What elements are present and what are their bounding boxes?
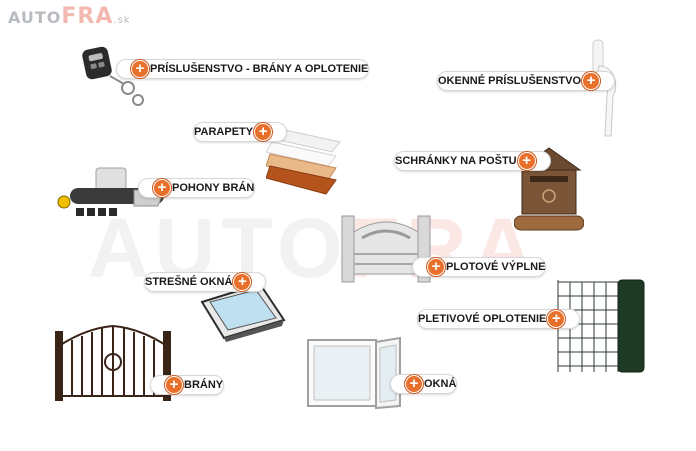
plus-icon: + bbox=[254, 123, 273, 141]
category-plotove-vyplne[interactable]: + PLOTOVÉ VÝPLNE bbox=[412, 257, 547, 277]
category-prislusenstvo-brany[interactable]: + PRÍSLUŠENSTVO - BRÁNY A OPLOTENIE bbox=[116, 59, 370, 79]
plus-icon: + bbox=[405, 375, 423, 393]
logo-domain: .sk bbox=[113, 15, 131, 26]
plus-icon: + bbox=[131, 60, 149, 78]
wire-fence-image[interactable] bbox=[556, 276, 648, 376]
category-label: SCHRÁNKY NA POŠTU bbox=[395, 155, 517, 167]
category-label: OKENNÉ PRÍSLUŠENSTVO bbox=[438, 75, 582, 87]
category-label: PLETIVOVÉ OPLOTENIE bbox=[418, 313, 547, 325]
logo-auto: AUTO bbox=[8, 8, 62, 27]
category-okenne-prislusenstvo[interactable]: + OKENNÉ PRÍSLUŠENSTVO bbox=[437, 71, 616, 91]
plus-icon: + bbox=[517, 152, 536, 170]
category-label: BRÁNY bbox=[184, 379, 224, 391]
plus-icon: + bbox=[547, 310, 566, 328]
remote-control-image[interactable] bbox=[80, 44, 152, 110]
plus-icon: + bbox=[165, 376, 183, 394]
category-label: POHONY BRÁN bbox=[172, 182, 255, 194]
watermark: AUTOFRA bbox=[88, 200, 539, 297]
gate-image[interactable] bbox=[54, 318, 174, 402]
category-parapety[interactable]: + PARAPETY bbox=[193, 122, 288, 142]
category-brany[interactable]: + BRÁNY bbox=[150, 375, 225, 395]
category-pohony-bran[interactable]: + POHONY BRÁN bbox=[138, 178, 256, 198]
category-label: STREŠNÉ OKNÁ bbox=[145, 276, 233, 288]
category-schranky[interactable]: + SCHRÁNKY NA POŠTU bbox=[394, 151, 551, 171]
plus-icon: + bbox=[233, 273, 252, 291]
logo-fra: FRA bbox=[61, 4, 114, 29]
window-image[interactable] bbox=[306, 336, 406, 412]
category-label: OKNÁ bbox=[424, 378, 457, 390]
category-pletivove-oplotenie[interactable]: + PLETIVOVÉ OPLOTENIE bbox=[417, 309, 581, 329]
category-okna[interactable]: + OKNÁ bbox=[390, 374, 458, 394]
category-label: PRÍSLUŠENSTVO - BRÁNY A OPLOTENIE bbox=[150, 63, 369, 75]
plus-icon: + bbox=[427, 258, 445, 276]
site-logo[interactable]: AUTOFRA.sk bbox=[8, 4, 131, 29]
category-label: PARAPETY bbox=[194, 126, 254, 138]
category-stresne-okna[interactable]: + STREŠNÉ OKNÁ bbox=[144, 272, 267, 292]
plus-icon: + bbox=[582, 72, 601, 90]
roof-window-image[interactable] bbox=[200, 280, 286, 342]
plus-icon: + bbox=[153, 179, 171, 197]
category-label: PLOTOVÉ VÝPLNE bbox=[446, 261, 546, 273]
